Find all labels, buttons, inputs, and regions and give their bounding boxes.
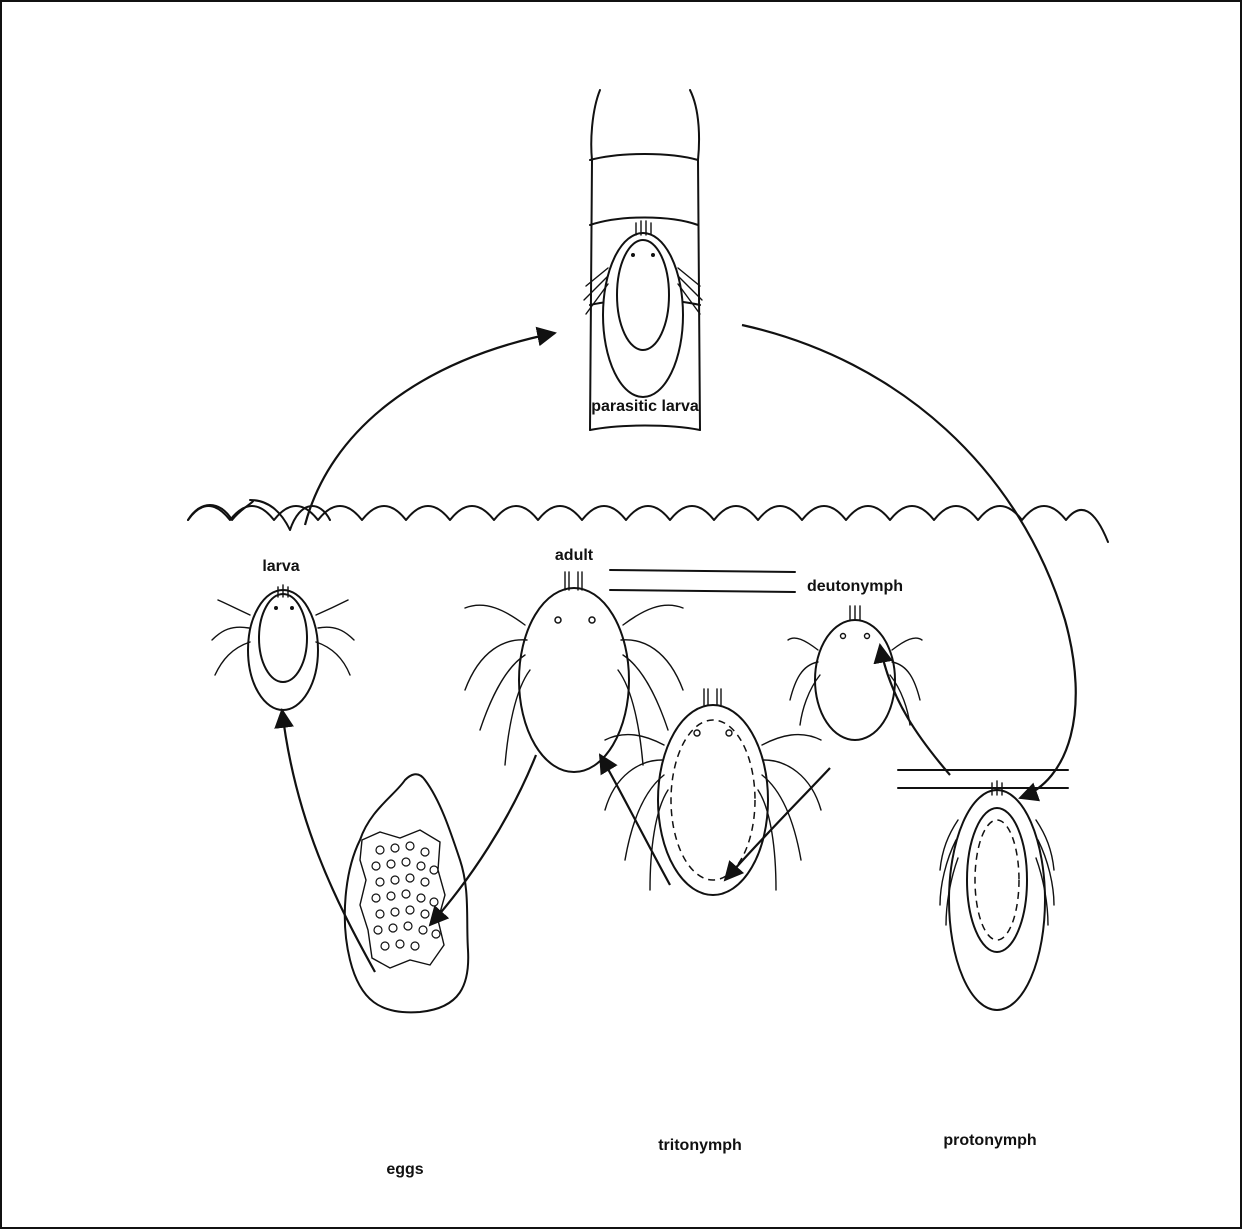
deutonymph-mite xyxy=(787,605,923,741)
arrow-tritonymph-to-adult xyxy=(598,753,671,886)
parasitic-larva-mite xyxy=(583,220,703,398)
arrow-deutonymph-to-tritonymph xyxy=(723,767,831,882)
tritonymph-substrate xyxy=(609,569,796,593)
host-insect-segment xyxy=(589,89,701,431)
adult-mite xyxy=(464,571,684,773)
label-larva: larva xyxy=(262,558,299,575)
arrow-larva-to-parasitic-larva xyxy=(303,326,557,526)
eggs-mass xyxy=(343,773,470,1014)
label-protonymph: protonymph xyxy=(943,1132,1036,1149)
protonymph-mite xyxy=(897,769,1069,1011)
label-parasitic-larva: parasitic larva xyxy=(591,398,699,415)
arrow-adult-to-eggs xyxy=(428,754,538,927)
label-tritonymph: tritonymph xyxy=(658,1137,742,1154)
tritonymph-mite xyxy=(604,688,822,896)
arrow-protonymph-to-deutonymph xyxy=(873,643,951,776)
label-deutonymph: deutonymph xyxy=(807,578,903,595)
arrow-eggs-to-larva xyxy=(274,708,376,973)
water-surface-waves xyxy=(187,505,1109,543)
larva-mite xyxy=(211,584,355,711)
label-adult: adult xyxy=(555,547,594,564)
label-eggs: eggs xyxy=(386,1161,423,1178)
arrow-parasitic-larva-to-protonymph xyxy=(741,323,1077,802)
